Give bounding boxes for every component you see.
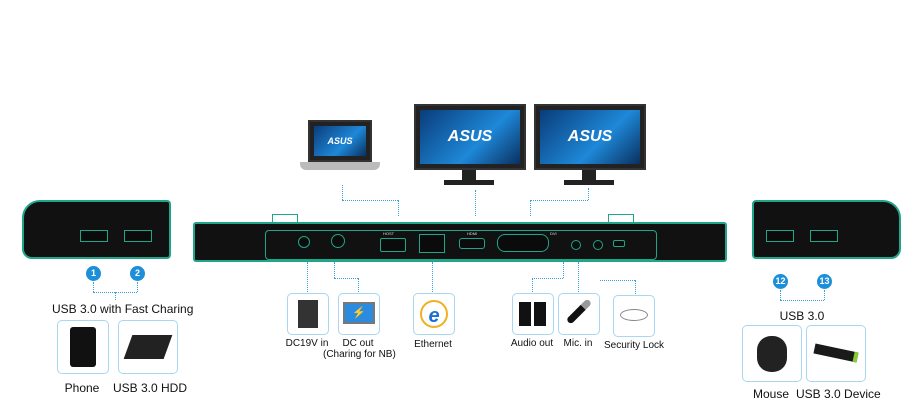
microphone-image [558, 293, 600, 335]
dc-in-port[interactable] [298, 236, 310, 248]
left-usb-title: USB 3.0 with Fast Charing [52, 302, 194, 316]
security-lock-label: Security Lock [603, 340, 665, 351]
dc-out-port[interactable] [331, 234, 345, 248]
laptop-image: ASUS [300, 120, 380, 176]
ethernet-port[interactable] [419, 234, 445, 253]
hdmi-port[interactable] [459, 238, 485, 249]
ethernet-image: e [413, 293, 455, 335]
asus-logo: ASUS [420, 110, 520, 164]
badge-12: 12 [773, 274, 788, 289]
internet-explorer-icon: e [420, 300, 448, 328]
dvi-label: DVI [550, 231, 557, 236]
power-adapter-image [287, 293, 329, 335]
cable-lock-icon [620, 309, 648, 321]
badge-2: 2 [130, 266, 145, 281]
audio-out-port[interactable] [571, 240, 581, 250]
dock-left-side [22, 200, 171, 259]
asus-logo: ASUS [540, 110, 640, 164]
right-usb-title: USB 3.0 [779, 309, 825, 323]
usb-port-1[interactable] [80, 230, 108, 242]
security-lock-image [613, 295, 655, 337]
usb-port-12[interactable] [766, 230, 794, 242]
mouse-image [742, 325, 802, 382]
mouse-icon [757, 336, 787, 372]
dc-out-label: DC out [342, 338, 374, 349]
dock-right-side [752, 200, 901, 259]
mic-in-port[interactable] [593, 240, 603, 250]
usb-stick-icon [813, 343, 859, 363]
laptop-charging-icon: ⚡ [343, 302, 375, 324]
hdd-image [118, 320, 178, 374]
usb-host-port[interactable] [380, 238, 406, 252]
badge-13: 13 [817, 274, 832, 289]
speakers-image [512, 293, 554, 335]
phone-icon [70, 327, 96, 367]
usb-host-label: HOST [383, 231, 395, 236]
hdd-icon [123, 335, 173, 359]
dc-in-label: DC19V in [285, 338, 329, 349]
badge-1: 1 [86, 266, 101, 281]
dc-out-sublabel: (Charing for NB) [323, 349, 396, 360]
mic-in-label: Mic. in [563, 338, 593, 349]
dvi-port[interactable] [497, 234, 549, 252]
usb-device-image [806, 325, 866, 382]
speakers-icon [519, 302, 553, 326]
dock-rear-panel: HOST HDMI DVI [193, 222, 727, 262]
hdd-label: USB 3.0 HDD [112, 381, 188, 395]
usb-port-13[interactable] [810, 230, 838, 242]
phone-image [57, 320, 109, 374]
hdmi-label: HDMI [467, 231, 478, 236]
usb-device-label: USB 3.0 Device [796, 387, 881, 401]
microphone-icon [565, 298, 593, 325]
power-adapter-icon [298, 300, 318, 328]
audio-out-label: Audio out [510, 338, 554, 349]
phone-label: Phone [64, 381, 100, 395]
security-lock-slot[interactable] [613, 240, 625, 247]
monitor-image-2: ASUS [534, 104, 646, 186]
monitor-image-1: ASUS [414, 104, 526, 186]
usb-port-2[interactable] [124, 230, 152, 242]
mouse-label: Mouse [752, 387, 790, 401]
asus-logo: ASUS [314, 126, 366, 156]
laptop-charging-image: ⚡ [338, 293, 380, 335]
ethernet-label: Ethernet [414, 339, 452, 350]
